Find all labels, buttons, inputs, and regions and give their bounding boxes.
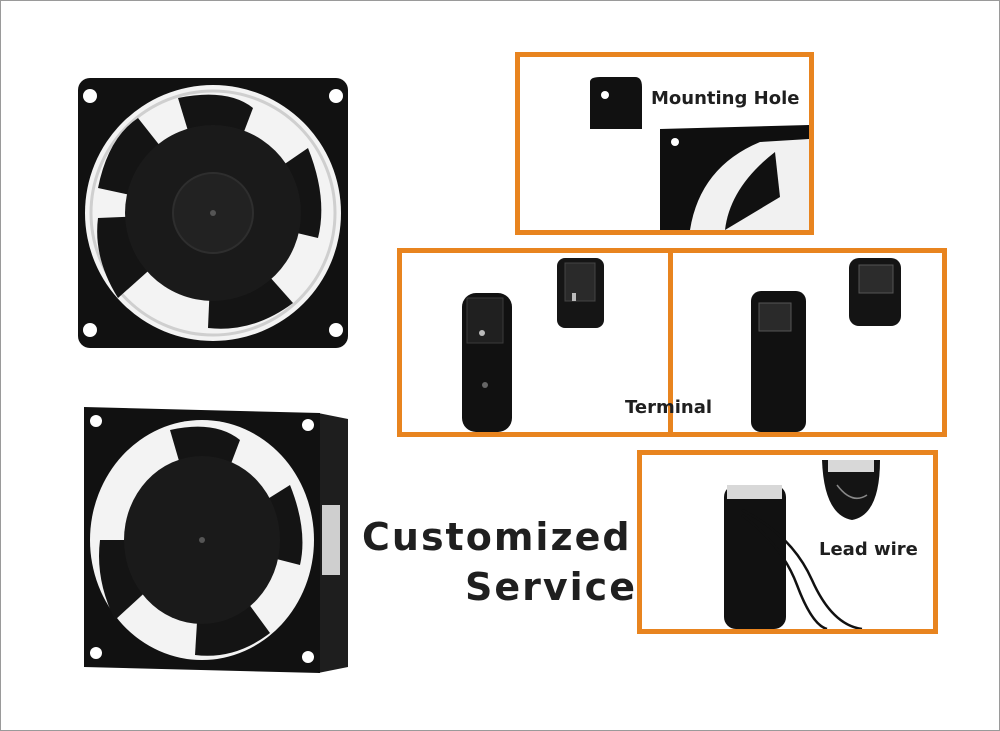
terminal-closeup-left <box>462 258 604 432</box>
mounting-hole <box>329 323 343 337</box>
headline-line-1: Customized <box>362 515 632 559</box>
headline-line-2: Service <box>465 565 637 609</box>
mounting-hole <box>83 89 97 103</box>
terminal-label: Terminal <box>625 397 713 418</box>
lead-wire-label: Lead wire <box>819 539 918 560</box>
mounting-hole <box>329 89 343 103</box>
fan-angled-view <box>84 407 348 673</box>
mounting-hole-panel: Mounting Hole <box>515 52 814 235</box>
mounting-hole <box>601 91 609 99</box>
lead-wire-closeup <box>724 460 880 629</box>
terminal-panel: Terminal <box>397 248 947 437</box>
lead-wire-panel: Lead wire <box>637 450 938 634</box>
mounting-hole <box>90 415 102 427</box>
mounting-hole-label: Mounting Hole <box>651 88 800 109</box>
terminal-panel-divider <box>668 253 673 432</box>
mounting-hole <box>83 323 97 337</box>
mounting-hole <box>90 647 102 659</box>
mounting-hole <box>302 651 314 663</box>
mounting-hole <box>302 419 314 431</box>
terminal-closeup-right <box>751 258 901 432</box>
mounting-hole <box>671 138 679 146</box>
fan-front-view <box>78 78 348 348</box>
mounting-hole-closeup <box>590 77 809 230</box>
